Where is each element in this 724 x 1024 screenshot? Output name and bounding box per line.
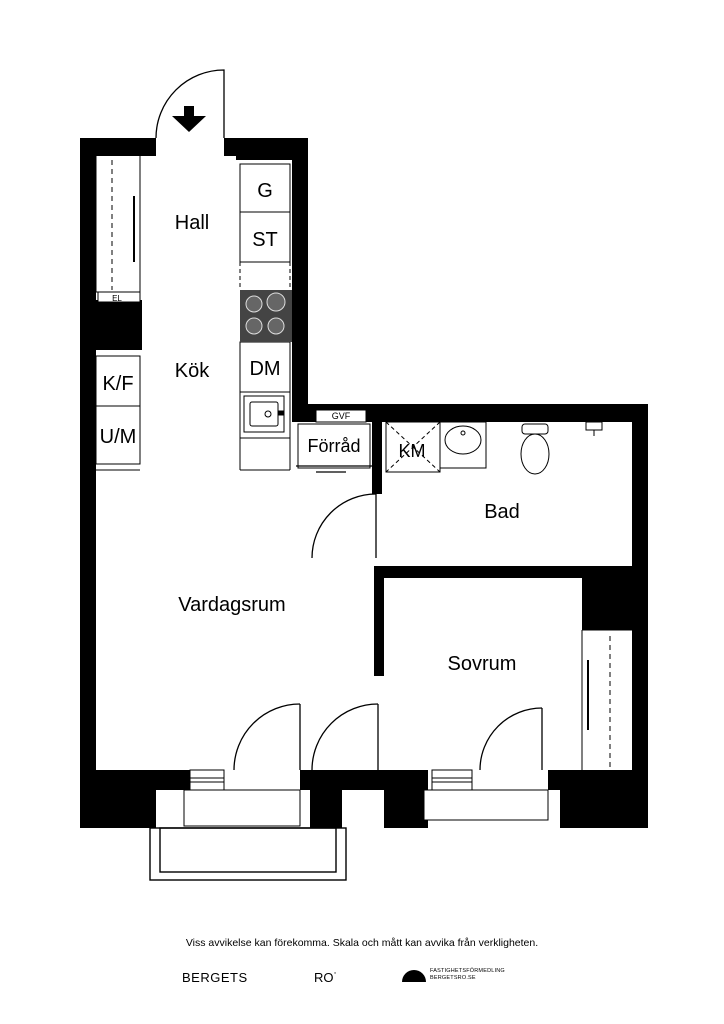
room-label-bad: Bad: [484, 501, 520, 523]
fixture-label-el: EL: [112, 294, 122, 303]
kitchen-left-cabinets: [95, 355, 141, 471]
logo-text-right-main: RO: [314, 970, 334, 985]
balcony: [149, 827, 347, 881]
hall-wardrobe: [95, 156, 141, 303]
logo-text-right: RO˙: [314, 970, 338, 985]
fixture-label-kf: K/F: [102, 373, 133, 395]
fixture-label-km: KM: [399, 441, 426, 461]
room-label-vardagsrum: Vardagsrum: [178, 594, 285, 616]
room-label-forrad: Förråd: [307, 436, 360, 456]
fixture-label-gvf: GVF: [332, 411, 351, 421]
brand-logo-icon: [402, 970, 426, 982]
bathroom-fixtures: [385, 421, 603, 475]
brand-line-2: BERGETSRO.SE: [430, 975, 476, 981]
doors: [155, 69, 543, 771]
disclaimer-text: Viss avvikelse kan förekomma. Skala och …: [185, 937, 539, 949]
fixture-label-g: G: [257, 180, 273, 202]
room-label-hall: Hall: [175, 212, 209, 234]
forrad-details: [297, 409, 371, 469]
fixture-label-st: ST: [252, 229, 278, 251]
logo-text-right-mark: ˙: [333, 970, 338, 985]
windows: [183, 769, 549, 827]
entrance-arrow-icon: [172, 106, 206, 132]
brand-line-1: FASTIGHETSFÖRMEDLING: [430, 968, 505, 974]
walls: [80, 138, 648, 828]
stove-icon: [240, 290, 292, 342]
kitchen-sink-icon: [249, 401, 285, 427]
logo-text-left: BERGETS: [182, 970, 248, 985]
sovrum-wardrobe: [581, 629, 632, 770]
fixture-label-dm: DM: [249, 358, 280, 380]
fixture-label-um: U/M: [100, 426, 137, 448]
room-label-kok: Kök: [175, 360, 210, 382]
room-label-sovrum: Sovrum: [448, 653, 517, 675]
